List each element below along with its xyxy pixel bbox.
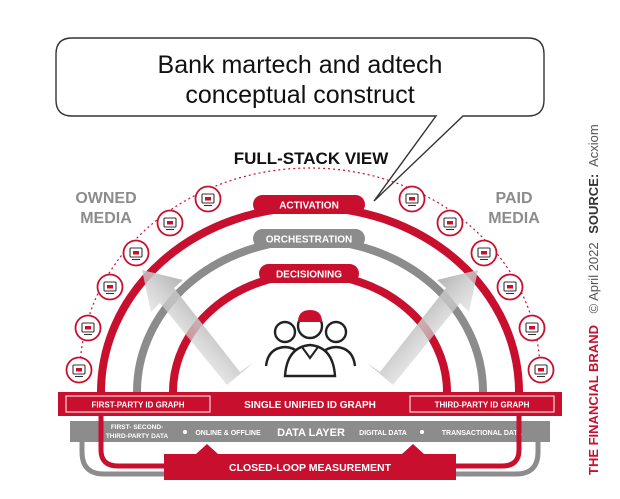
brand-name: THE FINANCIAL BRAND: [586, 325, 601, 475]
activation-pill: [253, 195, 365, 214]
email-icon: [122, 239, 150, 267]
megaphone-icon: [496, 273, 524, 301]
laptop-video-icon: [194, 185, 222, 213]
first-party-id-label: FIRST-PARTY ID GRAPH: [91, 401, 184, 410]
mobile-alert-icon: [74, 314, 102, 342]
digital-data-label: DIGITAL DATA: [359, 430, 407, 437]
paid-media-label-2: MEDIA: [488, 210, 540, 227]
copyright-text: © April 2022: [586, 242, 601, 313]
bullet-1: [183, 430, 187, 434]
activation-label: ACTIVATION: [279, 201, 339, 212]
display-ad-icon: [518, 314, 546, 342]
data-layer-bar: [70, 421, 550, 442]
owned-media-label-2: MEDIA: [80, 210, 132, 227]
paid-media-label-1: PAID: [495, 190, 532, 207]
callout-bubble: [55, 37, 545, 202]
measurement-label: CLOSED-LOOP MEASUREMENT: [229, 462, 392, 474]
decisioning-pill: [259, 264, 359, 283]
orchestration-label: ORCHESTRATION: [266, 235, 352, 246]
billboard-icon: [527, 356, 555, 384]
gray-loop-line: [79, 442, 541, 477]
online-offline-label: ONLINE & OFFLINE: [195, 430, 261, 437]
source-label: SOURCE:: [586, 174, 601, 234]
callout-line-2: conceptual construct: [185, 81, 414, 109]
decisioning-label: DECISIONING: [276, 270, 342, 281]
third-party-id-box: [409, 395, 555, 413]
agent-icon: [65, 356, 93, 384]
third-party-id-label: THIRD-PARTY ID GRAPH: [435, 401, 530, 410]
mobile-shop-icon: [156, 209, 184, 237]
measurement-bar: [164, 444, 456, 480]
right-flow-arrow: [367, 270, 478, 385]
first-second-third-line-2: THIRD-PARTY DATA: [106, 433, 169, 440]
data-layer-title: DATA LAYER: [277, 427, 345, 439]
browser-icon: [398, 185, 426, 213]
source-name: Acxiom: [586, 124, 601, 167]
bullet-2: [420, 430, 424, 434]
red-loop-line: [98, 416, 522, 469]
diagram-heading: FULL-STACK VIEW: [234, 149, 390, 168]
left-flow-arrow: [142, 270, 253, 385]
first-party-id-box: [65, 395, 211, 413]
customers-icon: [264, 310, 357, 378]
owned-media-label-1: OWNED: [75, 190, 136, 207]
social-icon: [436, 209, 464, 237]
callout-line-1: Bank martech and adtech: [158, 51, 443, 79]
channel-icon-ring: [65, 185, 555, 384]
transactional-data-label: TRANSACTIONAL DATA: [442, 430, 523, 437]
tv-icon: [470, 239, 498, 267]
side-credit: THE FINANCIAL BRAND © April 2022 SOURCE:…: [586, 124, 601, 475]
orchestration-pill: [253, 229, 365, 248]
document-icon: [96, 273, 124, 301]
unified-id-label: SINGLE UNIFIED ID GRAPH: [244, 400, 376, 411]
first-second-third-line-1: FIRST- SECOND-: [111, 424, 163, 431]
